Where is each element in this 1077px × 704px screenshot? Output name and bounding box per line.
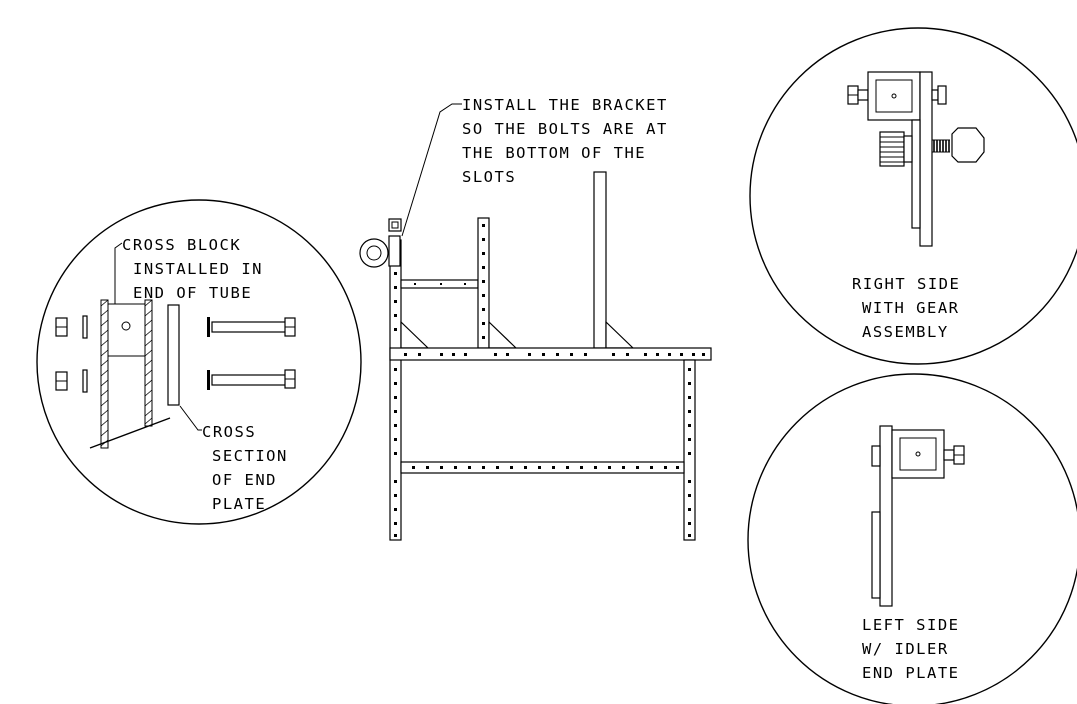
gear-icon bbox=[879, 131, 905, 167]
cross-section-label: CROSS SECTION OF END PLATE bbox=[202, 423, 288, 513]
label-line: END PLATE bbox=[862, 664, 960, 682]
leader-line bbox=[114, 242, 123, 304]
note-line: SLOTS bbox=[462, 168, 516, 186]
leader-line bbox=[401, 103, 462, 237]
label-line: END OF TUBE bbox=[133, 284, 252, 302]
gusset bbox=[400, 320, 430, 349]
label-line: OF END bbox=[212, 471, 277, 489]
detail-circle-right-top bbox=[749, 27, 1077, 365]
lower-rail bbox=[400, 461, 685, 474]
tube-section bbox=[89, 299, 171, 449]
right-upright bbox=[593, 171, 607, 349]
detail-circle-left bbox=[36, 199, 362, 525]
label-line: ASSEMBLY bbox=[862, 323, 949, 341]
label-line: SECTION bbox=[212, 447, 288, 465]
frame-assembly bbox=[359, 103, 712, 541]
note-line: SO THE BOLTS ARE AT bbox=[462, 120, 668, 138]
bolt-shank bbox=[211, 374, 289, 386]
washer-icon bbox=[207, 370, 210, 390]
bracket bbox=[359, 218, 402, 268]
gusset bbox=[605, 320, 635, 349]
cross-block-detail bbox=[36, 199, 362, 525]
label-line: WITH GEAR bbox=[862, 299, 960, 317]
washer-icon bbox=[207, 317, 210, 337]
install-bracket-note: INSTALL THE BRACKET SO THE BOLTS ARE AT … bbox=[462, 96, 668, 186]
gusset bbox=[488, 320, 518, 349]
nut-icon bbox=[937, 85, 947, 105]
end-plate bbox=[919, 71, 933, 247]
cross-block-label: CROSS BLOCK INSTALLED IN END OF TUBE bbox=[122, 236, 263, 302]
label-line: LEFT SIDE bbox=[862, 616, 960, 634]
note-line: THE BOTTOM OF THE bbox=[462, 144, 646, 162]
idler-wheel-icon bbox=[871, 511, 881, 599]
bracket-slot-icon bbox=[388, 218, 402, 232]
label-line: W/ IDLER bbox=[862, 640, 949, 658]
hole-pattern bbox=[394, 224, 705, 537]
end-plate bbox=[879, 425, 893, 607]
right-side-detail bbox=[749, 27, 1077, 365]
label-line: INSTALLED IN bbox=[133, 260, 263, 278]
detail-circle-right-bottom bbox=[747, 373, 1077, 704]
washer-icon bbox=[82, 369, 88, 393]
label-line: CROSS bbox=[202, 423, 256, 441]
bolt-shank bbox=[211, 321, 289, 333]
note-line: INSTALL THE BRACKET bbox=[462, 96, 668, 114]
cross-block bbox=[107, 303, 146, 357]
nut-icon bbox=[871, 445, 881, 467]
leader-line bbox=[179, 405, 202, 431]
right-side-label: RIGHT SIDE WITH GEAR ASSEMBLY bbox=[852, 275, 960, 341]
label-line: PLATE bbox=[212, 495, 266, 513]
end-plate-section bbox=[167, 304, 180, 406]
left-side-label: LEFT SIDE W/ IDLER END PLATE bbox=[862, 616, 960, 682]
left-side-detail bbox=[747, 373, 1077, 704]
washer-icon bbox=[82, 315, 88, 339]
lower-bolt-row bbox=[55, 369, 296, 393]
label-line: RIGHT SIDE bbox=[852, 275, 960, 293]
upper-rail bbox=[400, 279, 479, 289]
label-line: CROSS BLOCK bbox=[122, 236, 241, 254]
top-beam bbox=[389, 347, 712, 361]
upper-bolt-row bbox=[55, 315, 296, 339]
right-leg bbox=[683, 359, 696, 541]
knob-icon bbox=[951, 127, 985, 163]
idler-wheel-icon bbox=[359, 238, 389, 268]
